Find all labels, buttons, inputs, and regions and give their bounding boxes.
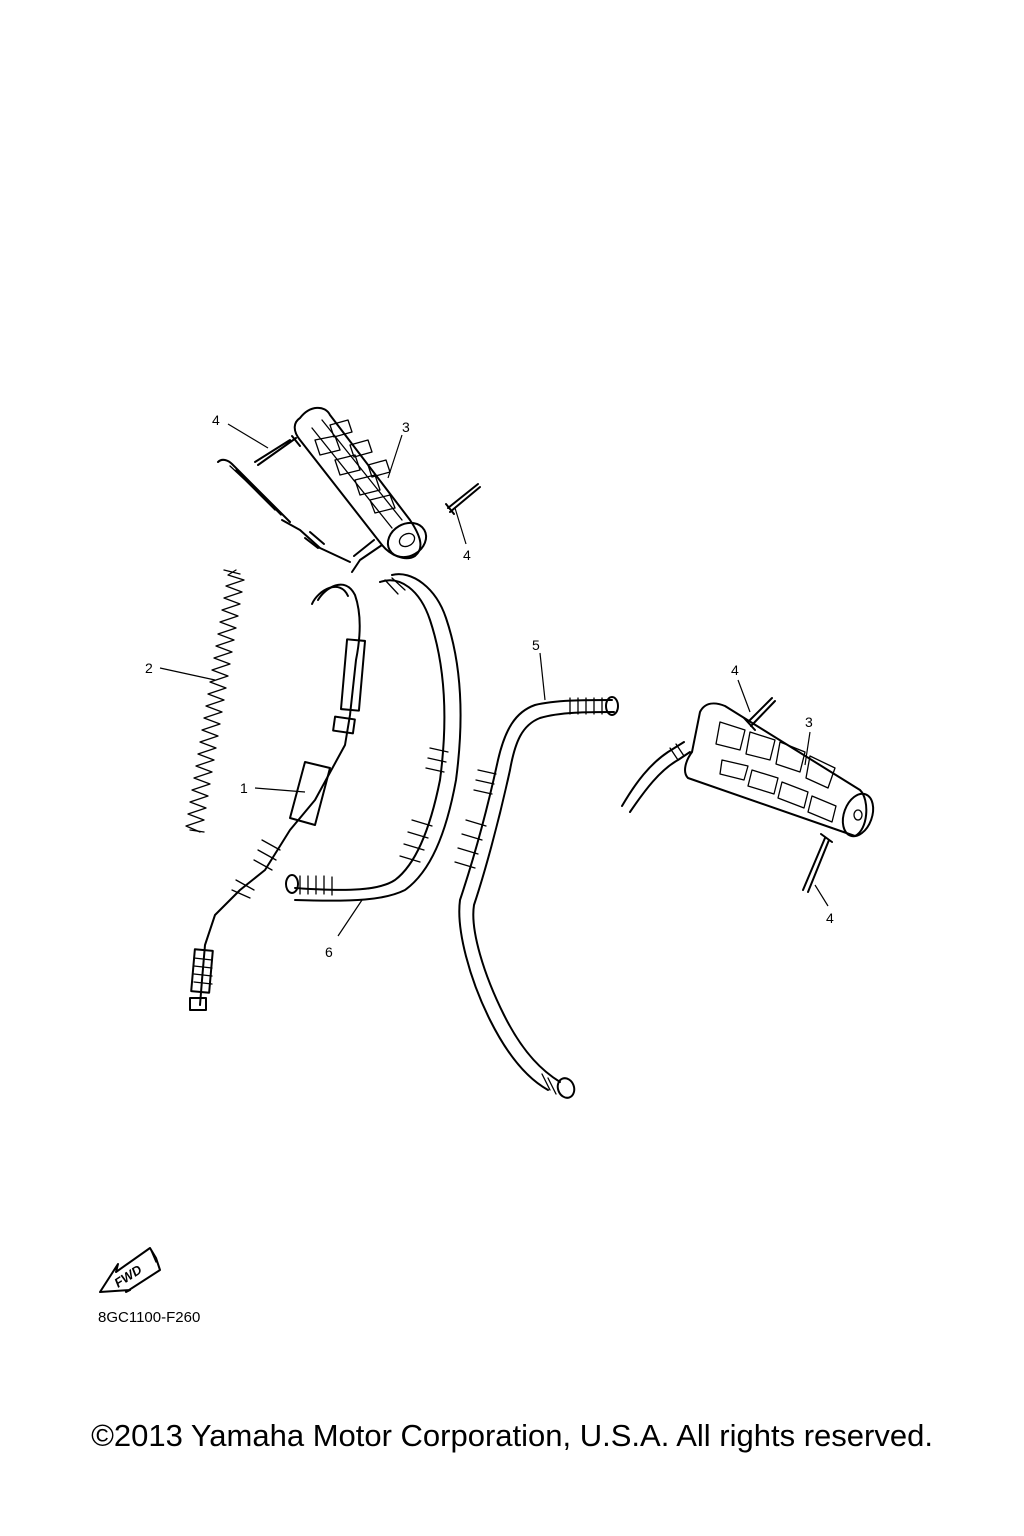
copyright-notice: ©2013 Yamaha Motor Corporation, U.S.A. A… bbox=[91, 1418, 933, 1453]
bolt-upper-left bbox=[254, 435, 301, 466]
callout-4-right-lower: 4 bbox=[826, 910, 834, 926]
grip-right bbox=[621, 702, 875, 838]
spring bbox=[185, 569, 245, 833]
diagram-code: 8GC1100-F260 bbox=[98, 1309, 201, 1326]
grip-upper bbox=[293, 406, 428, 573]
fwd-arrow-icon: FWD bbox=[99, 1247, 161, 1293]
callout-4-upper-right: 4 bbox=[463, 547, 471, 563]
cable-assembly bbox=[189, 458, 367, 1011]
callout-5: 5 bbox=[532, 637, 540, 653]
bolt-right-upper bbox=[743, 697, 776, 731]
callout-3-right: 3 bbox=[805, 714, 813, 730]
handlebar-left bbox=[285, 573, 462, 902]
callout-1: 1 bbox=[240, 780, 248, 796]
bolt-right-lower bbox=[802, 833, 833, 893]
leader-lines bbox=[159, 423, 829, 937]
callout-6: 6 bbox=[325, 944, 333, 960]
bolt-upper-right bbox=[445, 483, 481, 515]
callout-3-upper: 3 bbox=[402, 419, 410, 435]
handlebar-right bbox=[454, 696, 619, 1099]
callout-4-upper-left: 4 bbox=[212, 412, 220, 428]
callout-2: 2 bbox=[145, 660, 153, 676]
callout-4-right-upper: 4 bbox=[731, 662, 739, 678]
